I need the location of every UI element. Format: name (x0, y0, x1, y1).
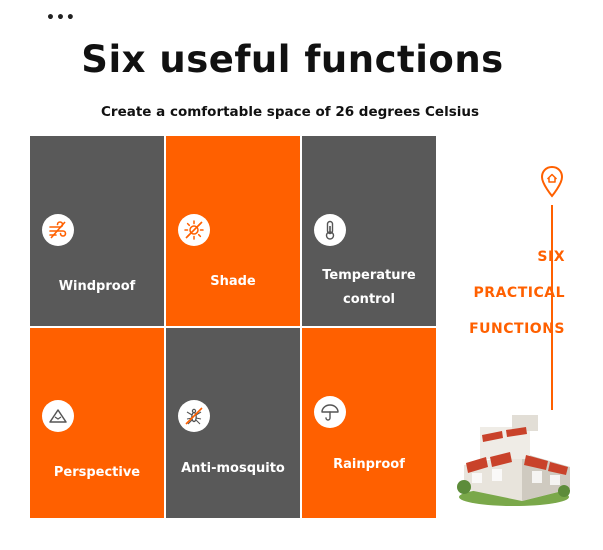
function-tile-windproof: Windproof (30, 136, 164, 326)
page-title: Six useful functions (81, 38, 504, 81)
side-heading-line2: PRACTICAL (473, 285, 565, 301)
wind-icon (42, 214, 74, 246)
sun-blocked-icon (178, 214, 210, 246)
function-tile-perspective: Perspective (30, 328, 164, 518)
mosquito-blocked-icon (178, 400, 210, 432)
function-label: Rainproof (333, 457, 405, 472)
menu-dots-icon[interactable]: ••• (46, 10, 76, 26)
side-heading-line3: FUNCTIONS (469, 321, 565, 337)
function-label: Shade (210, 274, 256, 289)
mountain-icon (42, 400, 74, 432)
functions-grid: Windproof Shade Tempera (30, 136, 436, 518)
function-tile-anti-mosquito: Anti-mosquito (166, 328, 300, 518)
function-tile-rainproof: Rainproof (302, 328, 436, 518)
function-label: Windproof (58, 279, 136, 294)
function-label-line2: control (343, 292, 395, 307)
house-illustration (452, 405, 582, 510)
page-subtitle: Create a comfortable space of 26 degrees… (101, 104, 479, 120)
function-label-line1: Temperature (322, 268, 416, 283)
side-heading-line1: SIX (537, 249, 565, 265)
function-label: Perspective (53, 465, 141, 480)
accent-line (551, 205, 553, 410)
function-label: Anti-mosquito (181, 461, 285, 476)
function-tile-shade: Shade (166, 136, 300, 326)
location-pin-icon (540, 165, 564, 199)
umbrella-icon (314, 396, 346, 428)
function-tile-temperature-control: Temperature control (302, 136, 436, 326)
thermometer-icon (314, 214, 346, 246)
